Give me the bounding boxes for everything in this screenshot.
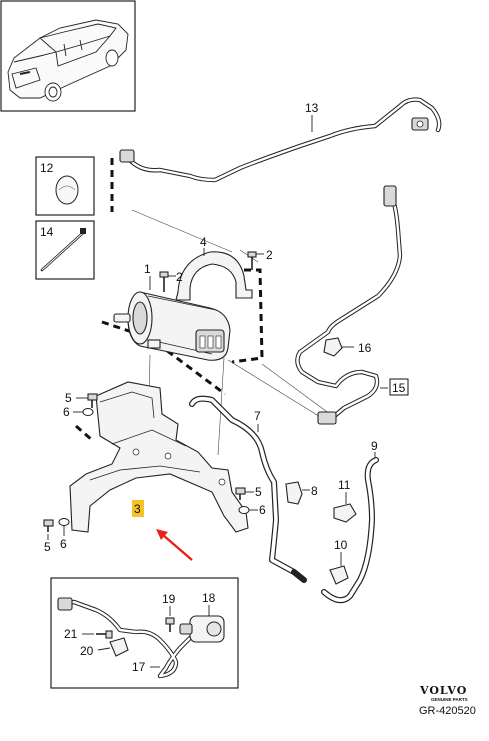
- pointer-arrow: [156, 529, 193, 561]
- vehicle-thumbnail: [0, 0, 136, 112]
- part-4-strap-bracket: [175, 248, 253, 301]
- callout-10: 10: [334, 538, 348, 552]
- part-7-hose: [189, 395, 307, 583]
- part-3-mounting-bracket: [69, 381, 249, 533]
- callout-20: 20: [80, 644, 94, 658]
- logo-tagline: GENUINE PARTS: [431, 697, 468, 702]
- bolt-icon: [235, 487, 254, 500]
- washer-icon: [58, 518, 70, 536]
- connector-icon: [317, 185, 397, 425]
- callout-18: 18: [202, 591, 216, 605]
- callout-5a: 5: [65, 391, 72, 405]
- callout-21: 21: [64, 627, 78, 641]
- callout-8: 8: [311, 484, 318, 498]
- callout-15: 15: [392, 381, 406, 395]
- diagram-reference: GR-420520: [419, 705, 476, 717]
- part-10-clip: [329, 552, 349, 585]
- part-14-box: [35, 220, 95, 280]
- bolt-icon: [82, 630, 113, 639]
- bolt-icon: [43, 519, 54, 540]
- part-20-clip: [97, 637, 129, 657]
- callout-2b: 2: [176, 270, 183, 284]
- part-18-valve: [179, 605, 225, 643]
- callout-17: 17: [132, 660, 146, 674]
- bolt-icon: [247, 251, 264, 270]
- connector-icon: [57, 597, 73, 611]
- part-15-vent-pipe: [295, 185, 403, 425]
- part-8-clip: [285, 481, 310, 505]
- callout-14: 14: [40, 225, 54, 239]
- bolt-icon: [76, 393, 98, 408]
- bolt-icon: [165, 606, 175, 632]
- washer-icon: [238, 506, 258, 514]
- part-16-clip: [323, 337, 354, 357]
- part-9-hose: [321, 452, 379, 604]
- callout-11: 11: [338, 478, 351, 492]
- callout-9: 9: [371, 439, 378, 453]
- callout-1: 1: [144, 262, 151, 276]
- car-icon: [7, 19, 129, 102]
- callout-6a: 6: [63, 405, 70, 419]
- callout-labels: 13 12 14 4 2 1 2 16 15 5 6 7 9 11 8 5 6 …: [37, 101, 409, 674]
- callout-4: 4: [200, 235, 207, 249]
- callout-15-box: [389, 378, 409, 396]
- callout-6b: 6: [259, 503, 266, 517]
- callout-13: 13: [305, 101, 319, 115]
- cable-tie-icon: [40, 228, 86, 272]
- callout-7: 7: [254, 409, 261, 423]
- callout-3: 3: [134, 502, 141, 516]
- part-11-clip: [333, 492, 357, 523]
- highlight-marker: [132, 500, 144, 517]
- callout-16: 16: [358, 341, 372, 355]
- callout-19: 19: [162, 592, 176, 606]
- plug-icon: [55, 175, 79, 205]
- bolt-icon: [159, 271, 176, 292]
- callout-5b: 5: [255, 485, 262, 499]
- callout-12: 12: [40, 161, 54, 175]
- callout-2a: 2: [266, 248, 273, 262]
- inset-detail-box: [50, 577, 239, 689]
- callout-6c: 6: [60, 537, 67, 551]
- volvo-genuine-parts-logo: VOLVO GENUINE PARTS: [419, 684, 468, 702]
- logo-brand: VOLVO: [419, 684, 467, 697]
- part-1-canister: [113, 276, 231, 361]
- connector-icon: [119, 117, 429, 163]
- part-13-vent-pipe: [119, 97, 442, 183]
- callout-5c: 5: [44, 540, 51, 554]
- washer-icon: [73, 408, 94, 416]
